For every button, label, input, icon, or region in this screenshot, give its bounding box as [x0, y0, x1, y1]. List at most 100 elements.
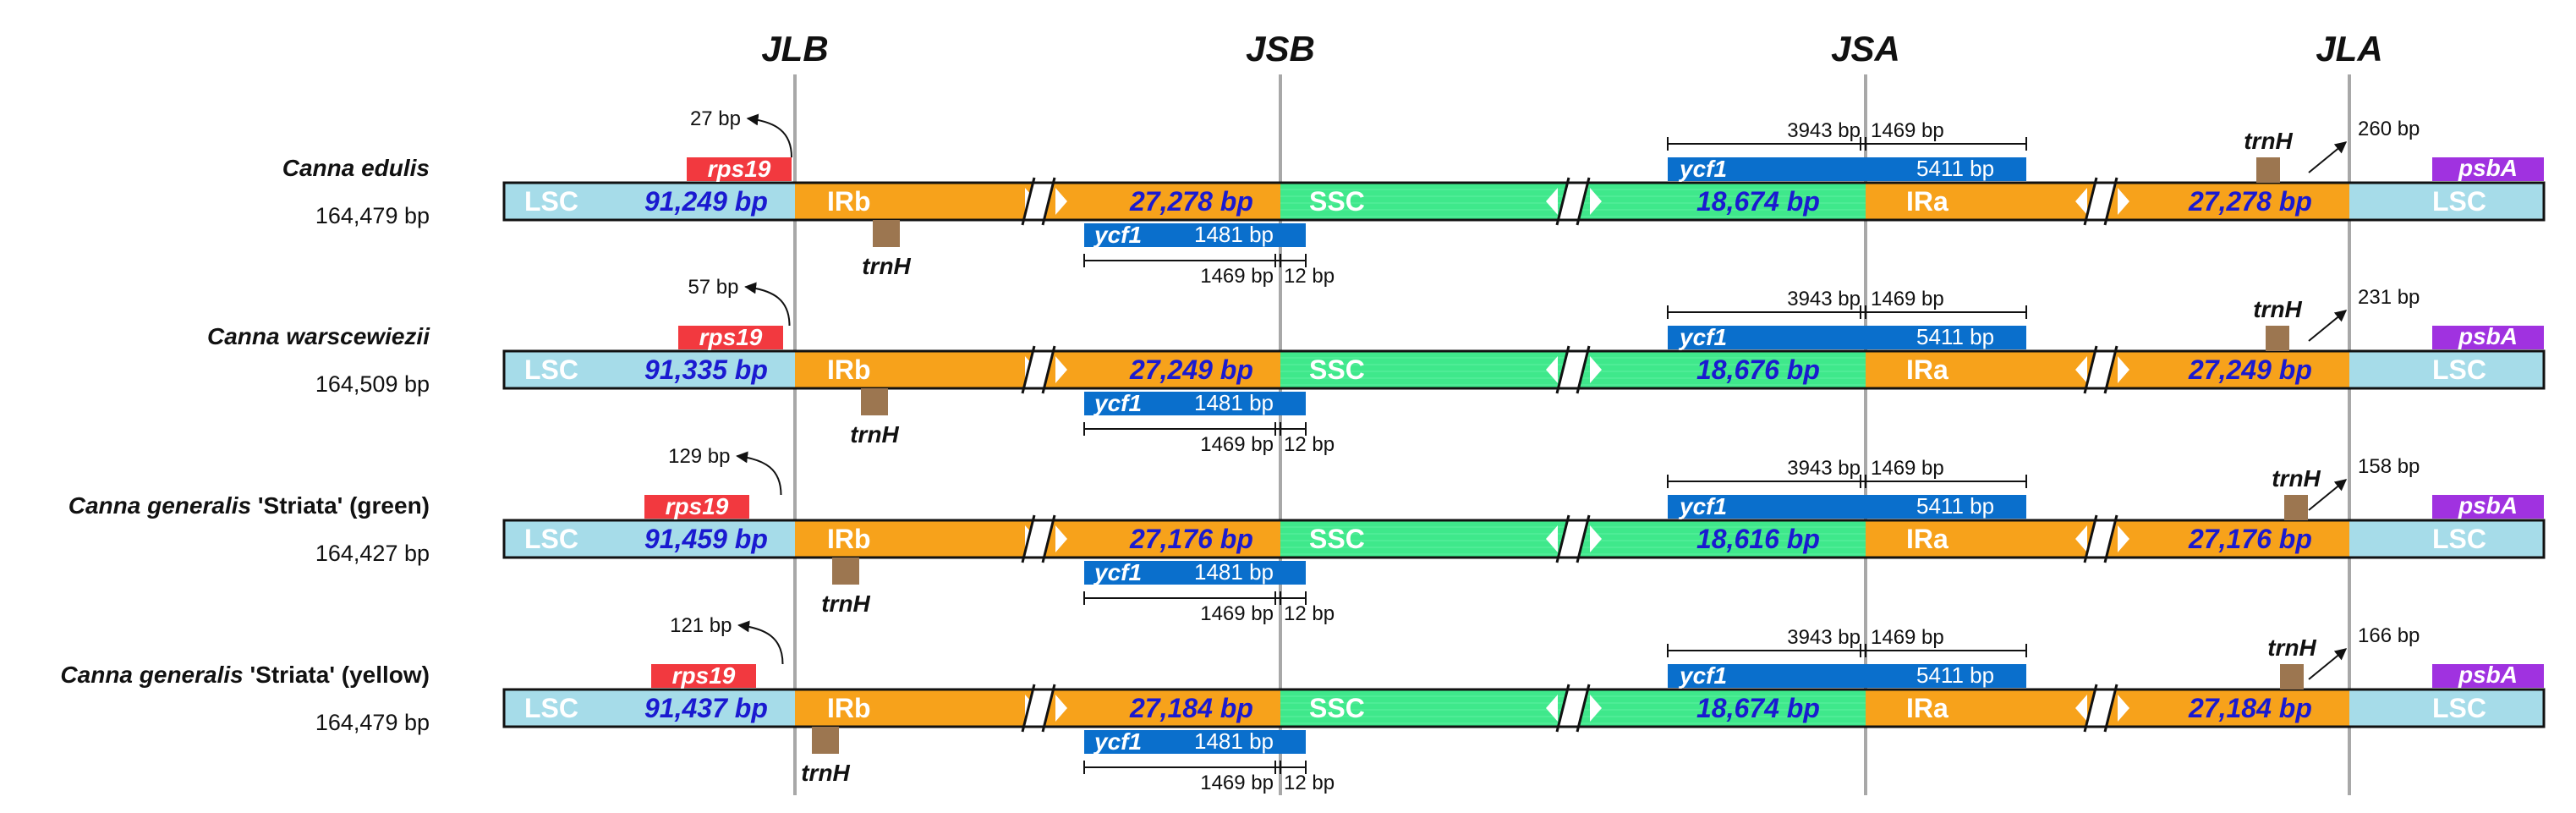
ycf1-jsb-right: 12 bp — [1284, 433, 1335, 456]
gene-label-psba: psbA — [2458, 323, 2518, 349]
trnh-gap: 260 bp — [2358, 118, 2420, 140]
gene-ycf1-jsb — [1084, 730, 1306, 754]
gene-ycf1-jsb — [1084, 392, 1306, 415]
break-mark — [1041, 514, 1056, 563]
species-name: Canna edulis — [282, 155, 430, 181]
gene-label-psba: psbA — [2458, 155, 2518, 181]
gene-ycf1-jsa — [1668, 157, 2026, 181]
ycf1-jsb-left: 1469 bp — [1200, 265, 1274, 288]
segment-arrow — [2118, 695, 2129, 722]
gene-trnh-irb — [832, 558, 859, 585]
trnh-gap: 158 bp — [2358, 455, 2420, 478]
break-mark — [2083, 684, 2098, 733]
ycf1-jsa-right: 1469 bp — [1871, 626, 1944, 649]
gene-label-rps19: rps19 — [708, 156, 771, 182]
track-outline — [502, 181, 2546, 222]
ycf1-jsa-left: 3943 bp — [1787, 288, 1861, 310]
gene-psba — [2432, 157, 2544, 181]
break-mark — [1555, 345, 1570, 394]
genome-size: 164,479 bp — [315, 203, 430, 228]
ira-length: 27,184 bp — [2188, 693, 2312, 723]
break-mark — [2083, 345, 2098, 394]
gene-trnh-irb — [812, 727, 839, 754]
segment-arrow — [2118, 188, 2129, 215]
segment-arrow — [1546, 695, 1558, 722]
break-mark — [2083, 514, 2098, 563]
segment-arrow — [1590, 525, 1602, 552]
species-name: Canna warscewiezii — [207, 323, 430, 349]
segment-arrow — [1055, 695, 1067, 722]
ycf1-jsa-length: 5411 bp — [1916, 156, 1994, 181]
segment-arrow — [2075, 695, 2087, 722]
irb-length: 27,278 bp — [1129, 186, 1253, 217]
gene-label-ycf1-jsb: ycf1 — [1093, 390, 1142, 416]
gene-label-trnh-ira: trnH — [2244, 128, 2293, 154]
segment-arrow — [1055, 188, 1067, 215]
break-mark — [1021, 514, 1036, 563]
species-cultivar: 'Striata' (green) — [251, 492, 430, 519]
lsc-length: 91,335 bp — [644, 354, 768, 385]
segment-label-irb: IRb — [827, 354, 871, 385]
species-cultivar: 'Striata' (yellow) — [244, 662, 430, 688]
segment-label-lsc: LSC — [2432, 186, 2486, 217]
trnh-gap: 231 bp — [2358, 286, 2420, 309]
break-mark — [1555, 684, 1570, 733]
break-mark — [1021, 345, 1036, 394]
ycf1-jsa-left: 3943 bp — [1787, 457, 1861, 480]
gene-label-ycf1-jsa: ycf1 — [1678, 662, 1727, 689]
break-mark — [2103, 345, 2118, 394]
gene-label-psba: psbA — [2458, 662, 2518, 688]
segment-label-lsc: LSC — [2432, 693, 2486, 723]
rps19-gap-arrow — [746, 113, 792, 158]
segment-lsc-left — [504, 183, 795, 220]
species-track: Canna generalis 'Striata' (green) 164,427… — [69, 445, 2546, 625]
trnh-gap-arrow — [2308, 141, 2348, 173]
ycf1-jsb-left: 1469 bp — [1200, 602, 1274, 625]
track-outline — [502, 349, 2546, 390]
segment-label-lsc: LSC — [524, 186, 578, 217]
ycf1-jsa-left: 3943 bp — [1787, 119, 1861, 142]
junction-label-jsb: JSB — [1246, 29, 1315, 69]
gene-rps19 — [651, 664, 756, 688]
gene-label-trnh-ira: trnH — [2267, 634, 2316, 661]
gene-label-rps19: rps19 — [666, 493, 729, 519]
junction-label-jla: JLA — [2316, 29, 2382, 69]
species-name: Canna generalis 'Striata' (yellow) — [60, 662, 430, 688]
segment-label-lsc: LSC — [524, 524, 578, 554]
ira-length: 27,176 bp — [2188, 524, 2312, 554]
lsc-length: 91,437 bp — [644, 693, 768, 723]
irb-length: 27,249 bp — [1129, 354, 1253, 385]
segment-label-ssc: SSC — [1309, 186, 1365, 217]
rps19-gap: 121 bp — [670, 614, 732, 637]
species-name: Canna generalis 'Striata' (green) — [69, 492, 430, 519]
break-mark — [1041, 177, 1056, 226]
segment-lsc-left — [504, 351, 795, 388]
lsc-length: 91,459 bp — [644, 524, 768, 554]
break-mark — [1555, 514, 1570, 563]
genome-size: 164,427 bp — [315, 541, 430, 566]
break-mark — [2103, 514, 2118, 563]
segment-arrow — [1546, 188, 1558, 215]
segment-lsc-right — [2349, 183, 2544, 220]
segment-lsc-right — [2349, 520, 2544, 558]
segment-lsc-left — [504, 689, 795, 727]
segment-arrow — [2075, 356, 2087, 383]
ycf1-jsb-left: 1469 bp — [1200, 772, 1274, 794]
segment-arrow — [2075, 525, 2087, 552]
irb-length: 27,176 bp — [1129, 524, 1253, 554]
gene-trnh-ira — [2284, 495, 2308, 520]
gene-label-trnh-ira: trnH — [2253, 296, 2302, 322]
ycf1-jsa-left: 3943 bp — [1787, 626, 1861, 649]
segment-arrow — [2118, 525, 2129, 552]
trnh-gap-arrow — [2308, 310, 2348, 342]
segment-lsc-left — [504, 520, 795, 558]
ssc-length: 18,676 bp — [1696, 354, 1820, 385]
gene-trnh-ira — [2266, 326, 2289, 351]
genome-size: 164,509 bp — [315, 371, 430, 397]
segment-arrow — [1546, 525, 1558, 552]
species-binomial: Canna edulis — [282, 155, 430, 181]
trnh-gap-arrow — [2308, 648, 2348, 680]
segment-arrow — [1590, 188, 1602, 215]
segment-label-irb: IRb — [827, 693, 871, 723]
